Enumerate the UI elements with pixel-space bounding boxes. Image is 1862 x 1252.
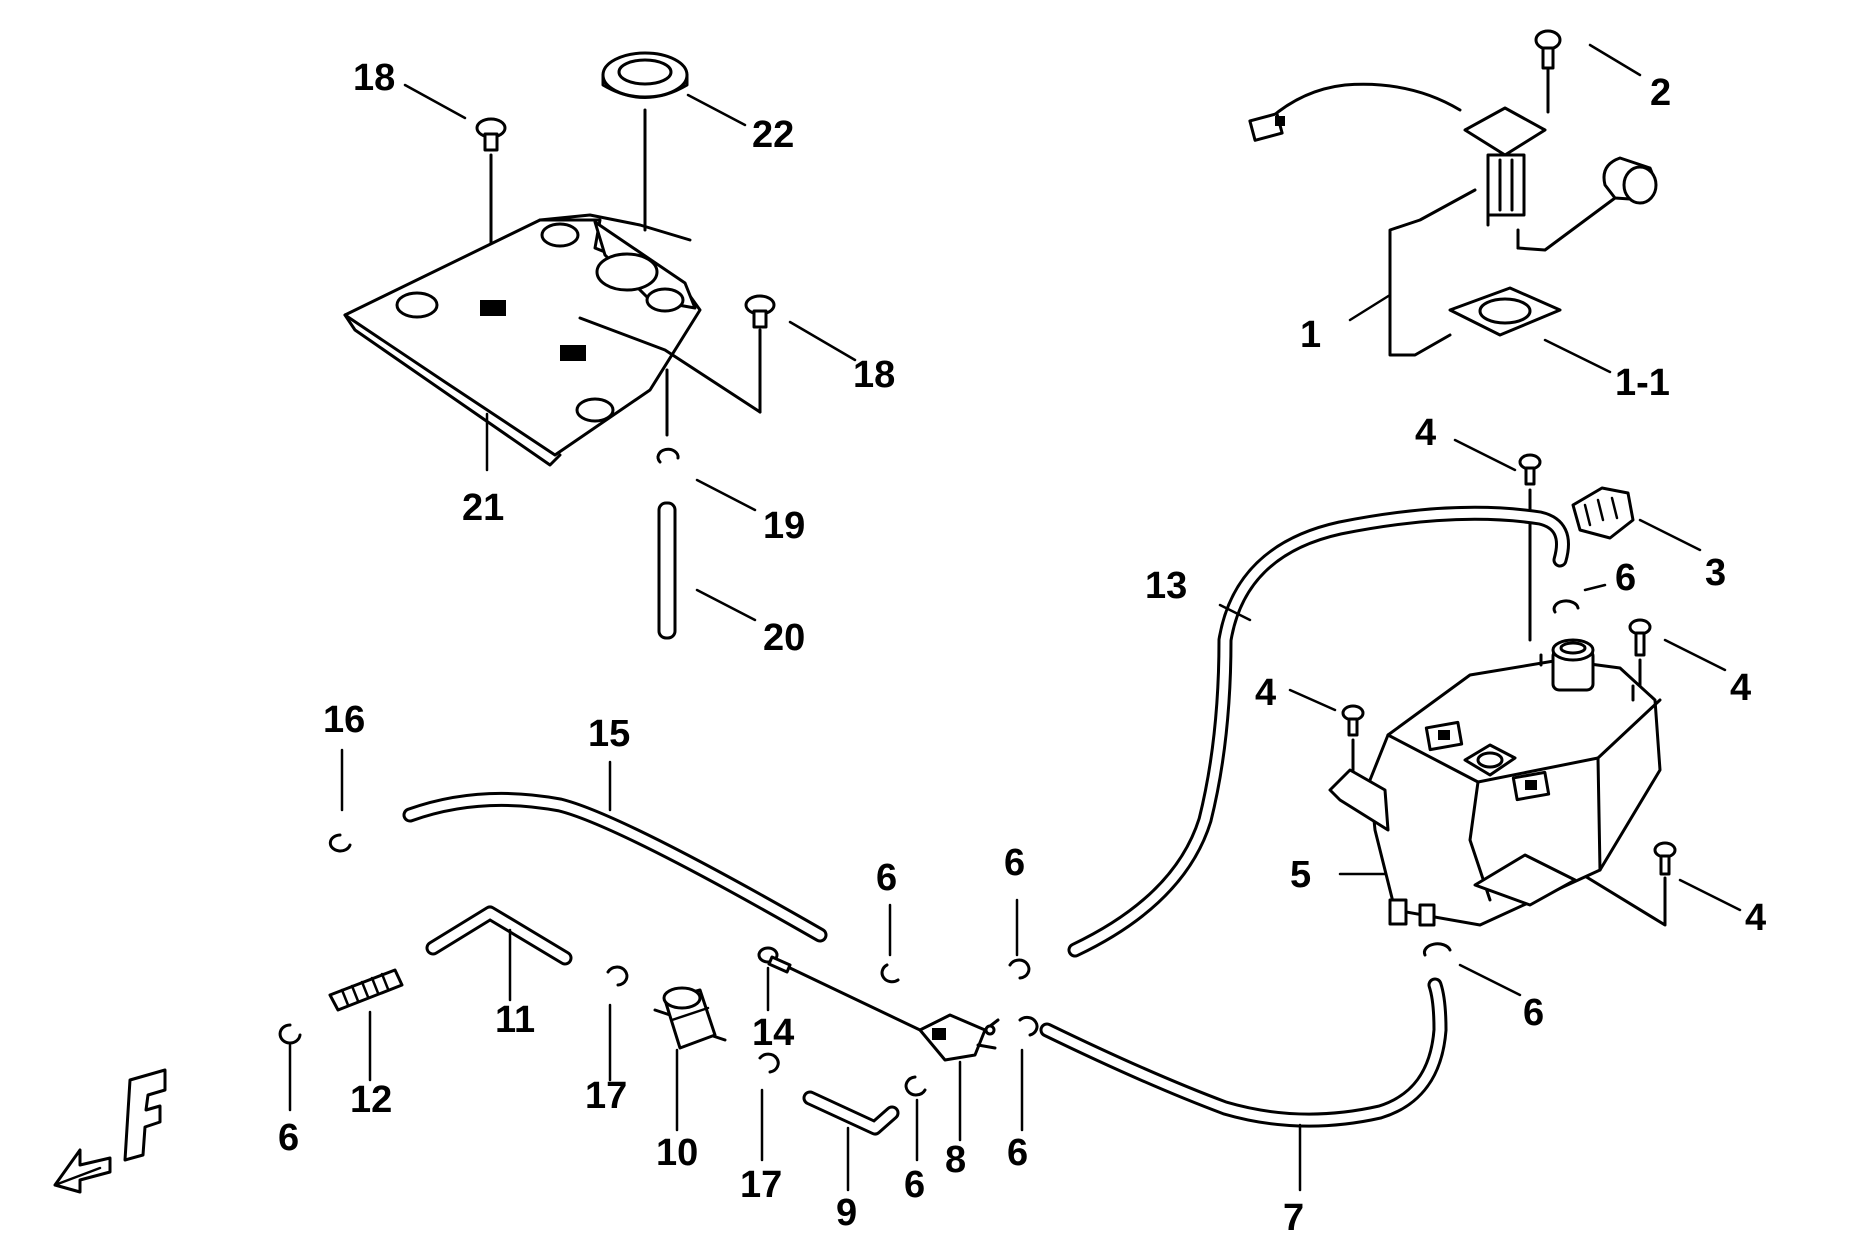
part-6-clip-mid-b bbox=[1008, 958, 1031, 980]
part-7-fuel-hose bbox=[1039, 977, 1448, 1128]
callout-4c: 4 bbox=[1255, 672, 1276, 714]
front-direction-arrow-icon: F bbox=[53, 1068, 167, 1194]
part-18-screw-right bbox=[744, 294, 776, 414]
callout-labels: 18 22 18 21 19 20 2 1 1-1 4 3 13 6 4 4 5… bbox=[278, 57, 1766, 1239]
part-1-fuel-level-sender bbox=[1248, 82, 1658, 357]
callout-1: 1 bbox=[1300, 314, 1321, 356]
part-8-fuel-cock bbox=[918, 1013, 1000, 1062]
part-12-spring bbox=[328, 968, 404, 1012]
callout-1-1: 1-1 bbox=[1615, 362, 1670, 404]
callout-15: 15 bbox=[588, 713, 630, 755]
callout-17b: 17 bbox=[740, 1164, 782, 1206]
callout-20: 20 bbox=[763, 617, 805, 659]
callout-6b: 6 bbox=[1523, 992, 1544, 1034]
callout-13: 13 bbox=[1145, 565, 1187, 607]
callout-9: 9 bbox=[836, 1192, 857, 1234]
callout-14: 14 bbox=[752, 1012, 794, 1054]
part-17-clip-lower bbox=[758, 1052, 780, 1074]
part-6-clip-mid-a bbox=[880, 963, 900, 984]
part-6-clip-mid-d bbox=[904, 1075, 927, 1097]
part-9-l-pipe bbox=[802, 1090, 900, 1136]
part-4-screw-top bbox=[1518, 453, 1542, 642]
part-10-fuel-filter bbox=[653, 986, 727, 1050]
part-20-breather-tube bbox=[657, 501, 677, 640]
callout-12: 12 bbox=[350, 1079, 392, 1121]
part-11-l-pipe bbox=[425, 905, 573, 966]
part-13-vent-hose bbox=[1067, 505, 1570, 958]
callout-2: 2 bbox=[1650, 72, 1671, 114]
callout-4b: 4 bbox=[1730, 667, 1751, 709]
callout-3: 3 bbox=[1705, 552, 1726, 594]
part-5-fuel-tank bbox=[1328, 638, 1662, 927]
callout-4d: 4 bbox=[1745, 897, 1766, 939]
callout-6g: 6 bbox=[904, 1164, 925, 1206]
callout-18b: 18 bbox=[853, 354, 895, 396]
part-15-hose bbox=[402, 791, 828, 943]
leader-lines bbox=[288, 43, 1742, 1192]
callout-6e: 6 bbox=[278, 1117, 299, 1159]
part-4-screw-right-lower bbox=[1573, 841, 1677, 927]
callout-6c: 6 bbox=[876, 857, 897, 899]
callout-6f: 6 bbox=[1007, 1132, 1028, 1174]
part-2-screw bbox=[1534, 29, 1562, 114]
callout-17a: 17 bbox=[585, 1075, 627, 1117]
part-16-clip bbox=[328, 833, 352, 853]
part-4-screw-left bbox=[1341, 704, 1365, 780]
part-17-clip-upper bbox=[606, 965, 629, 987]
part-6-clip-mid-c bbox=[1018, 1015, 1039, 1037]
callout-10: 10 bbox=[656, 1132, 698, 1174]
part-22-grommet bbox=[601, 51, 689, 232]
part-6-clip-left bbox=[278, 1023, 302, 1045]
part-6-clip-tank-bottom bbox=[1422, 942, 1452, 957]
callout-16: 16 bbox=[323, 699, 365, 741]
part-3-tank-cap bbox=[1571, 486, 1635, 540]
callout-5: 5 bbox=[1290, 854, 1311, 896]
callout-6a: 6 bbox=[1615, 557, 1636, 599]
callout-4a: 4 bbox=[1415, 412, 1436, 454]
callout-11: 11 bbox=[495, 999, 535, 1041]
callout-6d: 6 bbox=[1004, 842, 1025, 884]
part-19-clip bbox=[656, 368, 680, 464]
part-6-clip-tank-top bbox=[1552, 599, 1580, 614]
part-1-1-gasket bbox=[1448, 286, 1562, 337]
part-21-bracket-plate bbox=[343, 213, 762, 467]
callout-21: 21 bbox=[462, 487, 504, 529]
callout-19: 19 bbox=[763, 505, 805, 547]
callout-8: 8 bbox=[945, 1139, 966, 1181]
callout-18a: 18 bbox=[353, 57, 395, 99]
callout-22: 22 bbox=[752, 114, 794, 156]
callout-7: 7 bbox=[1283, 1197, 1304, 1239]
part-14-screw bbox=[757, 946, 922, 1032]
